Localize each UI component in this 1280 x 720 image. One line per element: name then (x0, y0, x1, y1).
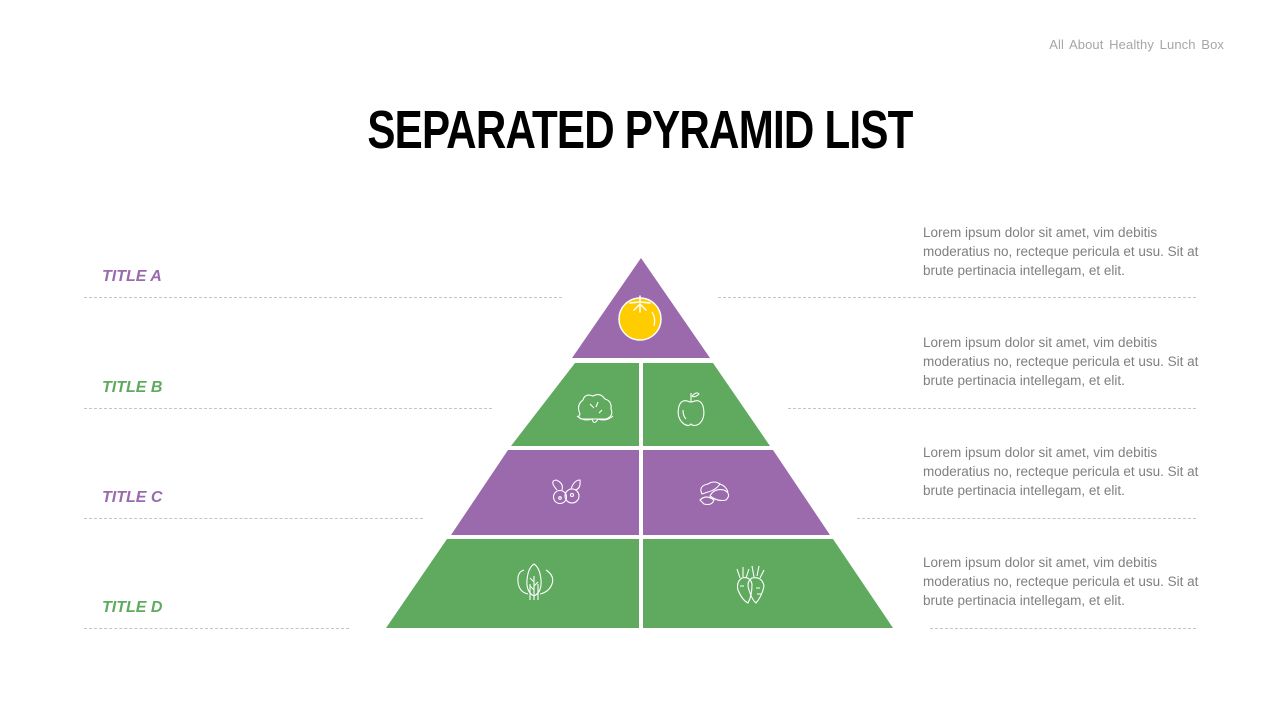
tomato-icon (618, 295, 662, 341)
tier-d-title: TITLE D (102, 599, 163, 616)
tier-b-left-segment (511, 363, 639, 446)
tier-a-title: TITLE A (102, 268, 162, 285)
nuts-icon (699, 481, 730, 506)
tier-c-left-divider (84, 518, 423, 519)
header-tag: All About Healthy Lunch Box (1049, 37, 1224, 52)
tier-b-left-divider (84, 408, 492, 409)
tier-c-right-segment (643, 450, 830, 535)
tier-d-left-divider (84, 628, 349, 629)
apple-icon (677, 392, 705, 427)
tier-b-title: TITLE B (102, 379, 163, 396)
carrots-icon (736, 565, 765, 604)
tier-a-description: Lorem ipsum dolor sit amet, vim debitis … (923, 225, 1199, 278)
tier-b-right-segment (643, 363, 770, 446)
blueberries-icon (552, 479, 581, 505)
tier-c-description: Lorem ipsum dolor sit amet, vim debitis … (923, 445, 1199, 498)
tier-c-left-segment (451, 450, 639, 535)
tier-b-description: Lorem ipsum dolor sit amet, vim debitis … (923, 335, 1199, 388)
tier-a-left-divider (84, 297, 562, 298)
tier-a-right-divider (718, 297, 1196, 298)
spinach-icon (517, 563, 554, 600)
tier-d-left-segment (386, 539, 639, 628)
tier-d-right-segment (643, 539, 893, 628)
tier-c-right-divider (857, 518, 1196, 519)
cauliflower-icon (576, 393, 614, 424)
tier-c-title: TITLE C (102, 489, 163, 506)
slide-title: SEPARATED PYRAMID LIST (367, 100, 913, 160)
tier-d-right-divider (930, 628, 1196, 629)
tier-b-right-divider (788, 408, 1196, 409)
tier-d-description: Lorem ipsum dolor sit amet, vim debitis … (923, 555, 1199, 608)
